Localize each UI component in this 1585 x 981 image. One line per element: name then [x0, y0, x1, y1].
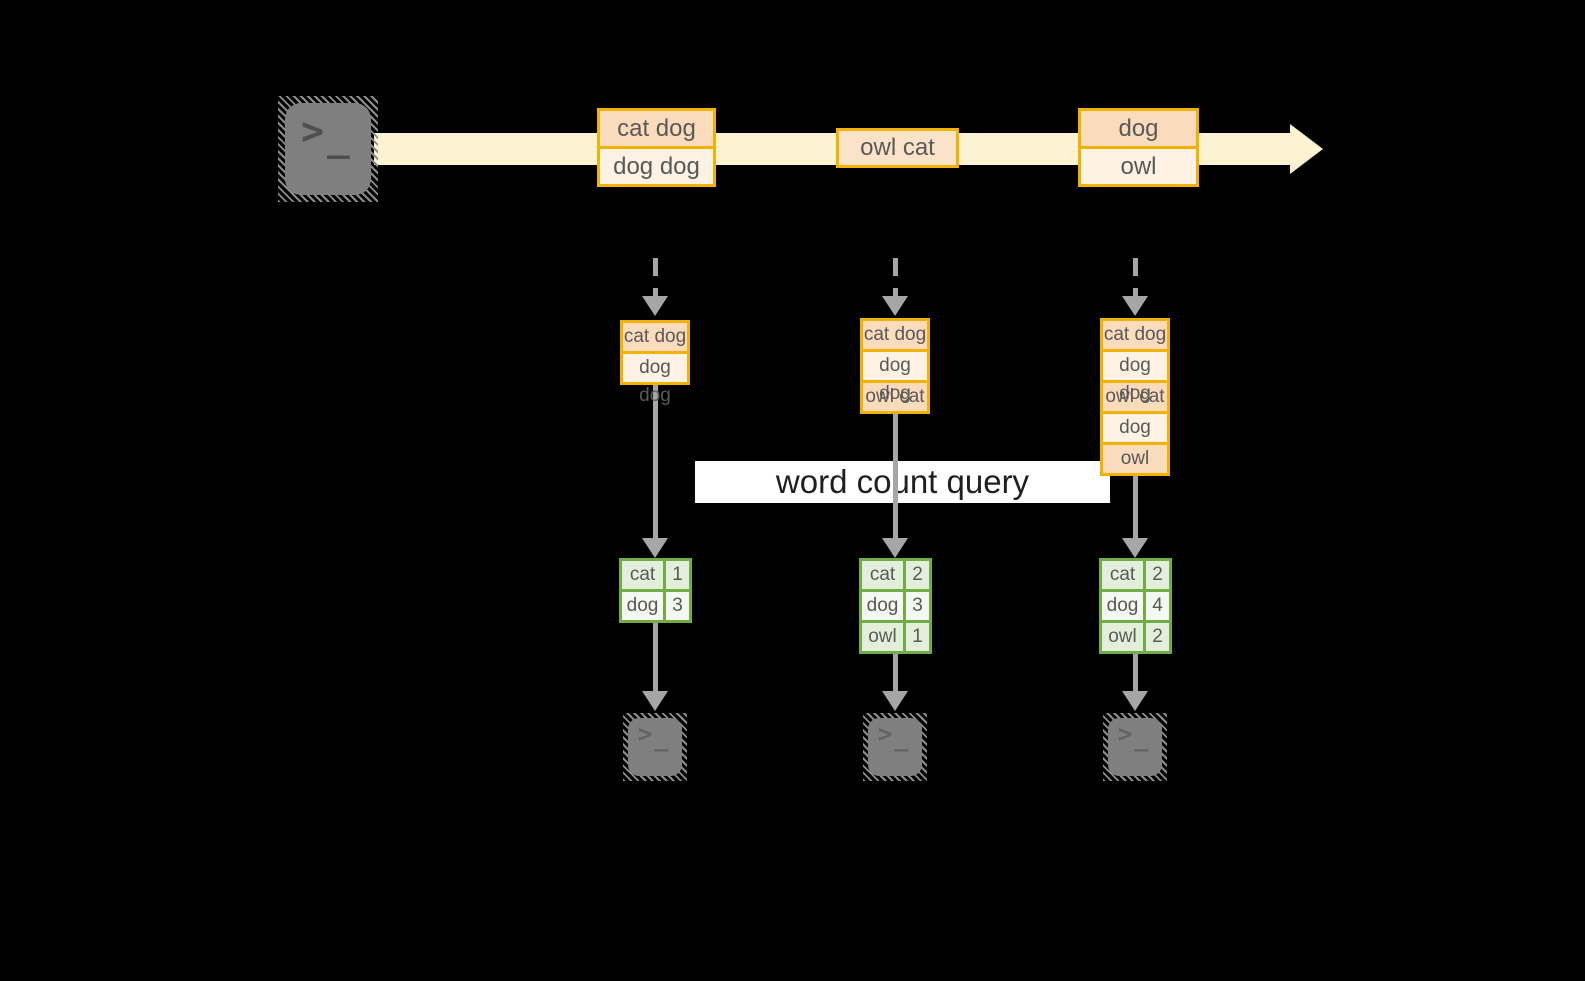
- count-table-2: cat 2 dog 3 owl 1: [859, 558, 932, 654]
- sink-terminal-icon: > _: [863, 713, 927, 781]
- count-value: 2: [906, 561, 929, 589]
- stack-row: cat dog: [623, 323, 687, 351]
- arrowhead-icon: [642, 538, 668, 558]
- connector-line: [893, 414, 898, 538]
- terminal-prompt-chevron-icon: >: [1118, 720, 1133, 748]
- connector-line: [1133, 654, 1138, 691]
- terminal-prompt-cursor-icon: _: [327, 115, 350, 159]
- count-table-3: cat 2 dog 4 owl 2: [1099, 558, 1172, 654]
- arrowhead-icon: [1122, 538, 1148, 558]
- event-row: dog: [1081, 111, 1196, 146]
- arrowhead-icon: [882, 296, 908, 316]
- stack-row: dog dog: [1103, 349, 1167, 404]
- terminal-prompt-cursor-icon: _: [1134, 724, 1149, 752]
- stack-row: dog dog: [863, 349, 927, 404]
- stream-event-3: dog owl: [1078, 108, 1199, 187]
- count-value: 3: [906, 592, 929, 620]
- stack-row: cat dog: [1103, 321, 1167, 349]
- connector-line: [653, 623, 658, 691]
- event-row: cat dog: [600, 111, 713, 146]
- connector-line: [653, 385, 658, 538]
- event-row: owl: [1081, 146, 1196, 184]
- terminal-body: > _: [1108, 718, 1162, 776]
- stack-row: owl: [1103, 442, 1167, 473]
- connector-line: [1133, 476, 1138, 538]
- arrowhead-icon: [882, 538, 908, 558]
- input-stack-1: cat dog dog dog: [620, 320, 690, 406]
- sink-terminal-icon: > _: [1103, 713, 1167, 781]
- stack-row: dog dog: [623, 351, 687, 406]
- count-word: owl: [862, 623, 903, 651]
- count-word: cat: [622, 561, 663, 589]
- dashed-arrow-line: [653, 258, 658, 296]
- dashed-arrow-line: [1133, 258, 1138, 296]
- count-word: dog: [622, 592, 663, 620]
- stack-row: owl cat: [1103, 380, 1167, 411]
- stream-event-1: cat dog dog dog: [597, 108, 716, 187]
- stream-arrowhead-icon: [1290, 124, 1323, 174]
- count-value: 2: [1146, 561, 1169, 589]
- stack-row: dog: [1103, 411, 1167, 442]
- terminal-body: > _: [628, 718, 682, 776]
- terminal-prompt-chevron-icon: >: [638, 720, 653, 748]
- stack-row: cat dog: [863, 321, 927, 349]
- count-value: 3: [666, 592, 689, 620]
- count-word: dog: [862, 592, 903, 620]
- terminal-prompt-chevron-icon: >: [301, 109, 324, 153]
- terminal-prompt-cursor-icon: _: [894, 724, 909, 752]
- arrowhead-icon: [1122, 296, 1148, 316]
- event-row: owl cat: [839, 131, 956, 165]
- sink-terminal-icon: > _: [623, 713, 687, 781]
- connector-line: [893, 654, 898, 691]
- count-value: 1: [666, 561, 689, 589]
- arrowhead-icon: [882, 691, 908, 711]
- terminal-body: > _: [285, 103, 371, 195]
- stack-row: owl cat: [863, 380, 927, 411]
- dashed-arrow-line: [893, 258, 898, 296]
- input-stack-3: cat dog dog dog owl cat dog owl: [1100, 318, 1170, 476]
- count-value: 2: [1146, 623, 1169, 651]
- arrowhead-icon: [642, 296, 668, 316]
- stream-event-2: owl cat: [836, 128, 959, 168]
- count-word: cat: [1102, 561, 1143, 589]
- count-word: cat: [862, 561, 903, 589]
- arrowhead-icon: [642, 691, 668, 711]
- count-value: 1: [906, 623, 929, 651]
- terminal-body: > _: [868, 718, 922, 776]
- event-row: dog dog: [600, 146, 713, 184]
- terminal-prompt-chevron-icon: >: [878, 720, 893, 748]
- arrowhead-icon: [1122, 691, 1148, 711]
- source-terminal-icon: > _: [278, 96, 378, 202]
- query-label: word count query: [695, 461, 1110, 503]
- count-value: 4: [1146, 592, 1169, 620]
- count-word: owl: [1102, 623, 1143, 651]
- count-table-1: cat 1 dog 3: [619, 558, 692, 623]
- input-stack-2: cat dog dog dog owl cat: [860, 318, 930, 414]
- terminal-prompt-cursor-icon: _: [654, 724, 669, 752]
- count-word: dog: [1102, 592, 1143, 620]
